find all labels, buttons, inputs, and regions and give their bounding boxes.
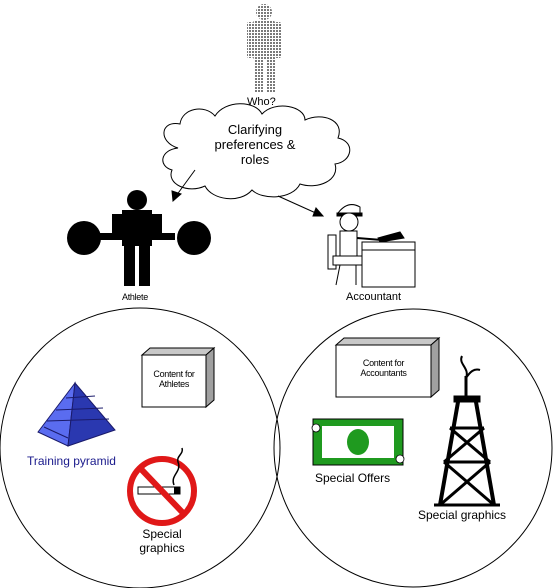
special-offers-label: Special Offers — [315, 471, 391, 485]
pyramid-icon — [37, 381, 116, 447]
athlete-content-line-1: Content for — [153, 369, 195, 379]
athlete-graphics-line-2: graphics — [139, 540, 185, 555]
cloud-text: Clarifying preferences & roles — [200, 122, 310, 168]
money-bill-icon — [311, 418, 405, 466]
athlete-content-box — [140, 346, 216, 409]
accountant-content-line-2: Accountants — [360, 368, 407, 379]
athlete-content-circle — [0, 307, 281, 588]
who-label: Who? — [247, 96, 276, 108]
accountant-graphics-label: Special graphics — [418, 508, 507, 522]
cloud-icon — [162, 103, 351, 200]
athlete-graphics-label: Special graphics — [122, 527, 202, 556]
person-silhouette-icon — [247, 4, 281, 92]
no-smoking-icon — [127, 447, 197, 526]
athlete-graphics-line-1: Special — [142, 527, 182, 541]
accountant-content-line-1: Content for — [362, 358, 405, 368]
cloud-line-3: roles — [240, 151, 270, 167]
accountant-content-circle — [273, 308, 553, 588]
accountant-label: Accountant — [346, 291, 402, 303]
pyramid-label: Training pyramid — [27, 454, 116, 468]
weightlifter-icon — [67, 190, 211, 286]
cloud-line-1: Clarifying — [227, 122, 283, 137]
accountant-desk-icon — [327, 204, 416, 288]
accountant-content-box-text: Content for Accountants — [336, 358, 431, 379]
athlete-content-line-2: Athletes — [158, 379, 190, 390]
cloud-arrows — [171, 169, 325, 217]
oil-derrick-icon — [434, 355, 500, 507]
cloud-line-2: preferences & — [214, 136, 296, 152]
athlete-label: Athlete — [122, 292, 148, 302]
accountant-content-box — [334, 336, 441, 399]
athlete-content-box-text: Content for Athletes — [142, 369, 206, 390]
